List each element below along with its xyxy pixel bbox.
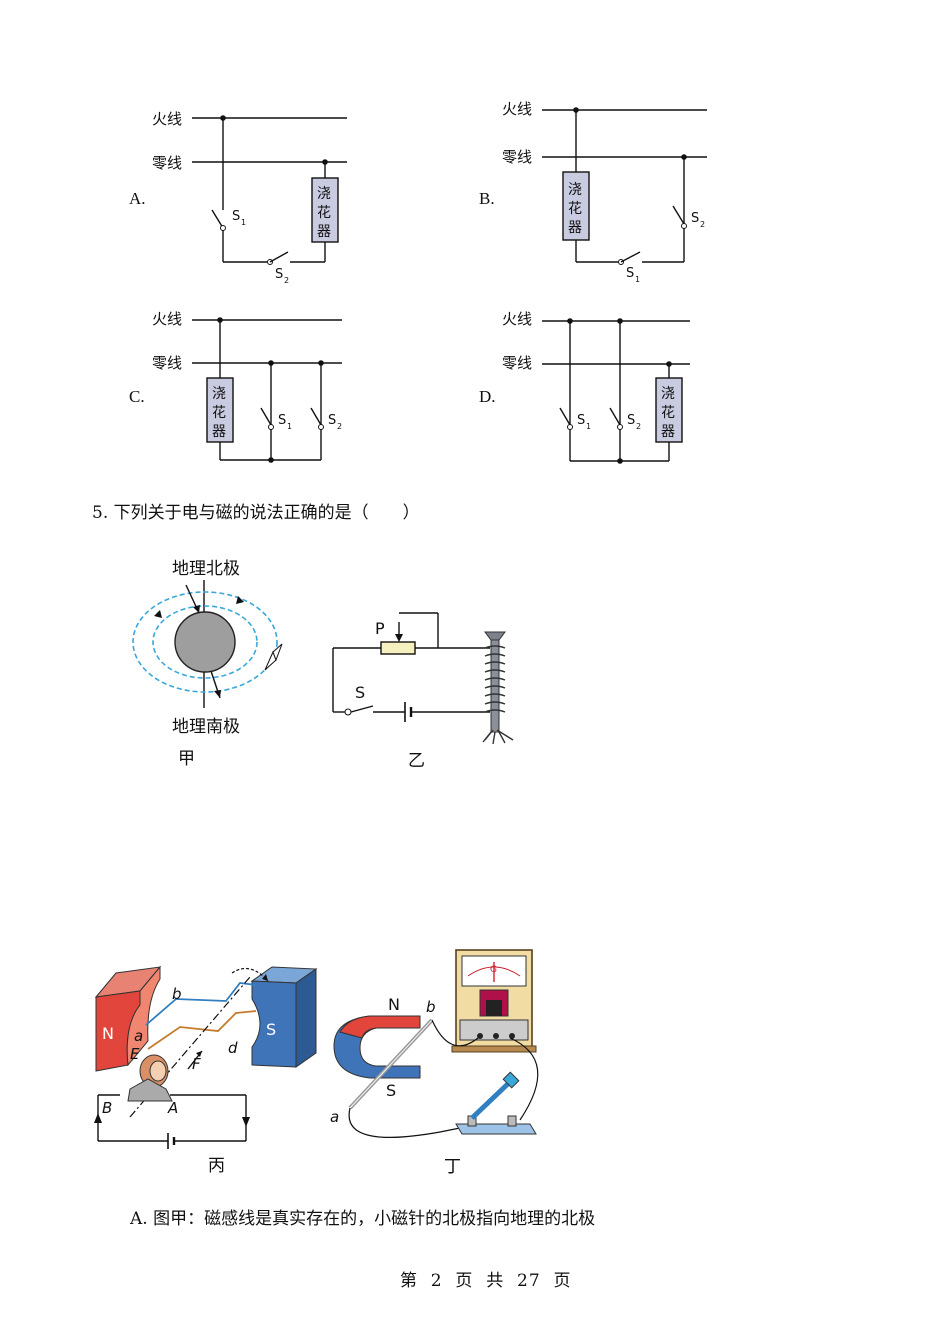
svg-text:S: S xyxy=(577,413,585,428)
svg-text:S: S xyxy=(328,413,336,428)
magnet-n-label: N xyxy=(388,995,400,1014)
figure-yi-electromagnet: P S 乙 xyxy=(332,612,514,771)
svg-text:浇: 浇 xyxy=(568,182,582,198)
svg-text:1: 1 xyxy=(287,422,292,431)
svg-text:浇: 浇 xyxy=(317,186,331,202)
svg-text:S: S xyxy=(278,413,286,428)
magnet-s-label: S xyxy=(266,1020,276,1039)
label-f: F xyxy=(192,1055,201,1073)
option-a-label: A. xyxy=(129,189,146,208)
conductor-end-b: b xyxy=(426,998,436,1016)
figure-ding-caption: 丁 xyxy=(444,1157,461,1177)
svg-text:2: 2 xyxy=(284,276,289,285)
galvanometer-g-label: G xyxy=(490,965,497,975)
slider-p-label: P xyxy=(375,619,385,638)
neutral-wire-label: 零线 xyxy=(502,354,532,372)
live-wire-label: 火线 xyxy=(502,100,532,118)
svg-text:2: 2 xyxy=(636,422,641,431)
magnet-n-label: N xyxy=(102,1024,114,1043)
live-wire-label: 火线 xyxy=(152,310,182,328)
svg-text:浇: 浇 xyxy=(212,386,226,402)
svg-text:浇: 浇 xyxy=(661,386,675,402)
svg-text:2: 2 xyxy=(700,220,705,229)
option-b-label: B. xyxy=(479,189,495,208)
label-e: E xyxy=(130,1045,140,1063)
svg-text:1: 1 xyxy=(241,218,246,227)
svg-text:S: S xyxy=(232,209,240,224)
option-c-label: C. xyxy=(129,387,145,406)
conductor-end-a: a xyxy=(330,1108,339,1126)
option-d-label: D. xyxy=(479,387,496,406)
svg-text:器: 器 xyxy=(212,424,226,440)
svg-text:2: 2 xyxy=(337,422,342,431)
q5-option-a: A. 图甲：磁感线是真实存在的，小磁针的北极指向地理的北极 xyxy=(130,1209,596,1229)
figure-yi-caption: 乙 xyxy=(408,751,425,771)
label-b: b xyxy=(172,985,182,1003)
svg-text:1: 1 xyxy=(635,275,640,284)
svg-text:花: 花 xyxy=(568,201,582,217)
label-b-brush: B xyxy=(102,1099,112,1117)
figure-ding-induction: G N S a b 丁 xyxy=(330,949,539,1177)
live-wire-label: 火线 xyxy=(502,310,532,328)
geographic-north-label: 地理北极 xyxy=(172,559,240,579)
figure-bing-motor: N S b a d E F B A 丙 xyxy=(94,965,318,1176)
svg-text:S: S xyxy=(275,267,283,282)
neutral-wire-label: 零线 xyxy=(152,354,182,372)
live-wire-label: 火线 xyxy=(152,110,182,128)
figure-jia-earth-field: 地理北极 地理南极 甲 xyxy=(132,559,283,769)
svg-text:S: S xyxy=(627,413,635,428)
svg-text:花: 花 xyxy=(317,205,331,221)
figure-bing-caption: 丙 xyxy=(208,1156,225,1176)
svg-text:花: 花 xyxy=(212,405,226,421)
label-a-brush: A xyxy=(167,1099,178,1117)
switch-s-label: S xyxy=(355,683,365,702)
neutral-wire-label: 零线 xyxy=(502,148,532,166)
svg-text:S: S xyxy=(691,211,699,226)
svg-text:器: 器 xyxy=(661,424,675,440)
question-5-stem: 5. 下列关于电与磁的说法正确的是（ ） xyxy=(92,503,420,523)
figure-jia-caption: 甲 xyxy=(178,749,195,769)
svg-text:器: 器 xyxy=(568,220,582,236)
label-d: d xyxy=(228,1039,238,1057)
svg-text:S: S xyxy=(626,266,634,281)
magnet-s-label: S xyxy=(386,1081,396,1100)
geographic-south-label: 地理南极 xyxy=(172,717,240,737)
svg-text:花: 花 xyxy=(661,405,675,421)
page-footer: 第 2 页 共 27 页 xyxy=(400,1271,572,1291)
svg-text:1: 1 xyxy=(586,422,591,431)
label-a-small: a xyxy=(134,1027,143,1045)
svg-text:器: 器 xyxy=(317,224,331,240)
neutral-wire-label: 零线 xyxy=(152,154,182,172)
